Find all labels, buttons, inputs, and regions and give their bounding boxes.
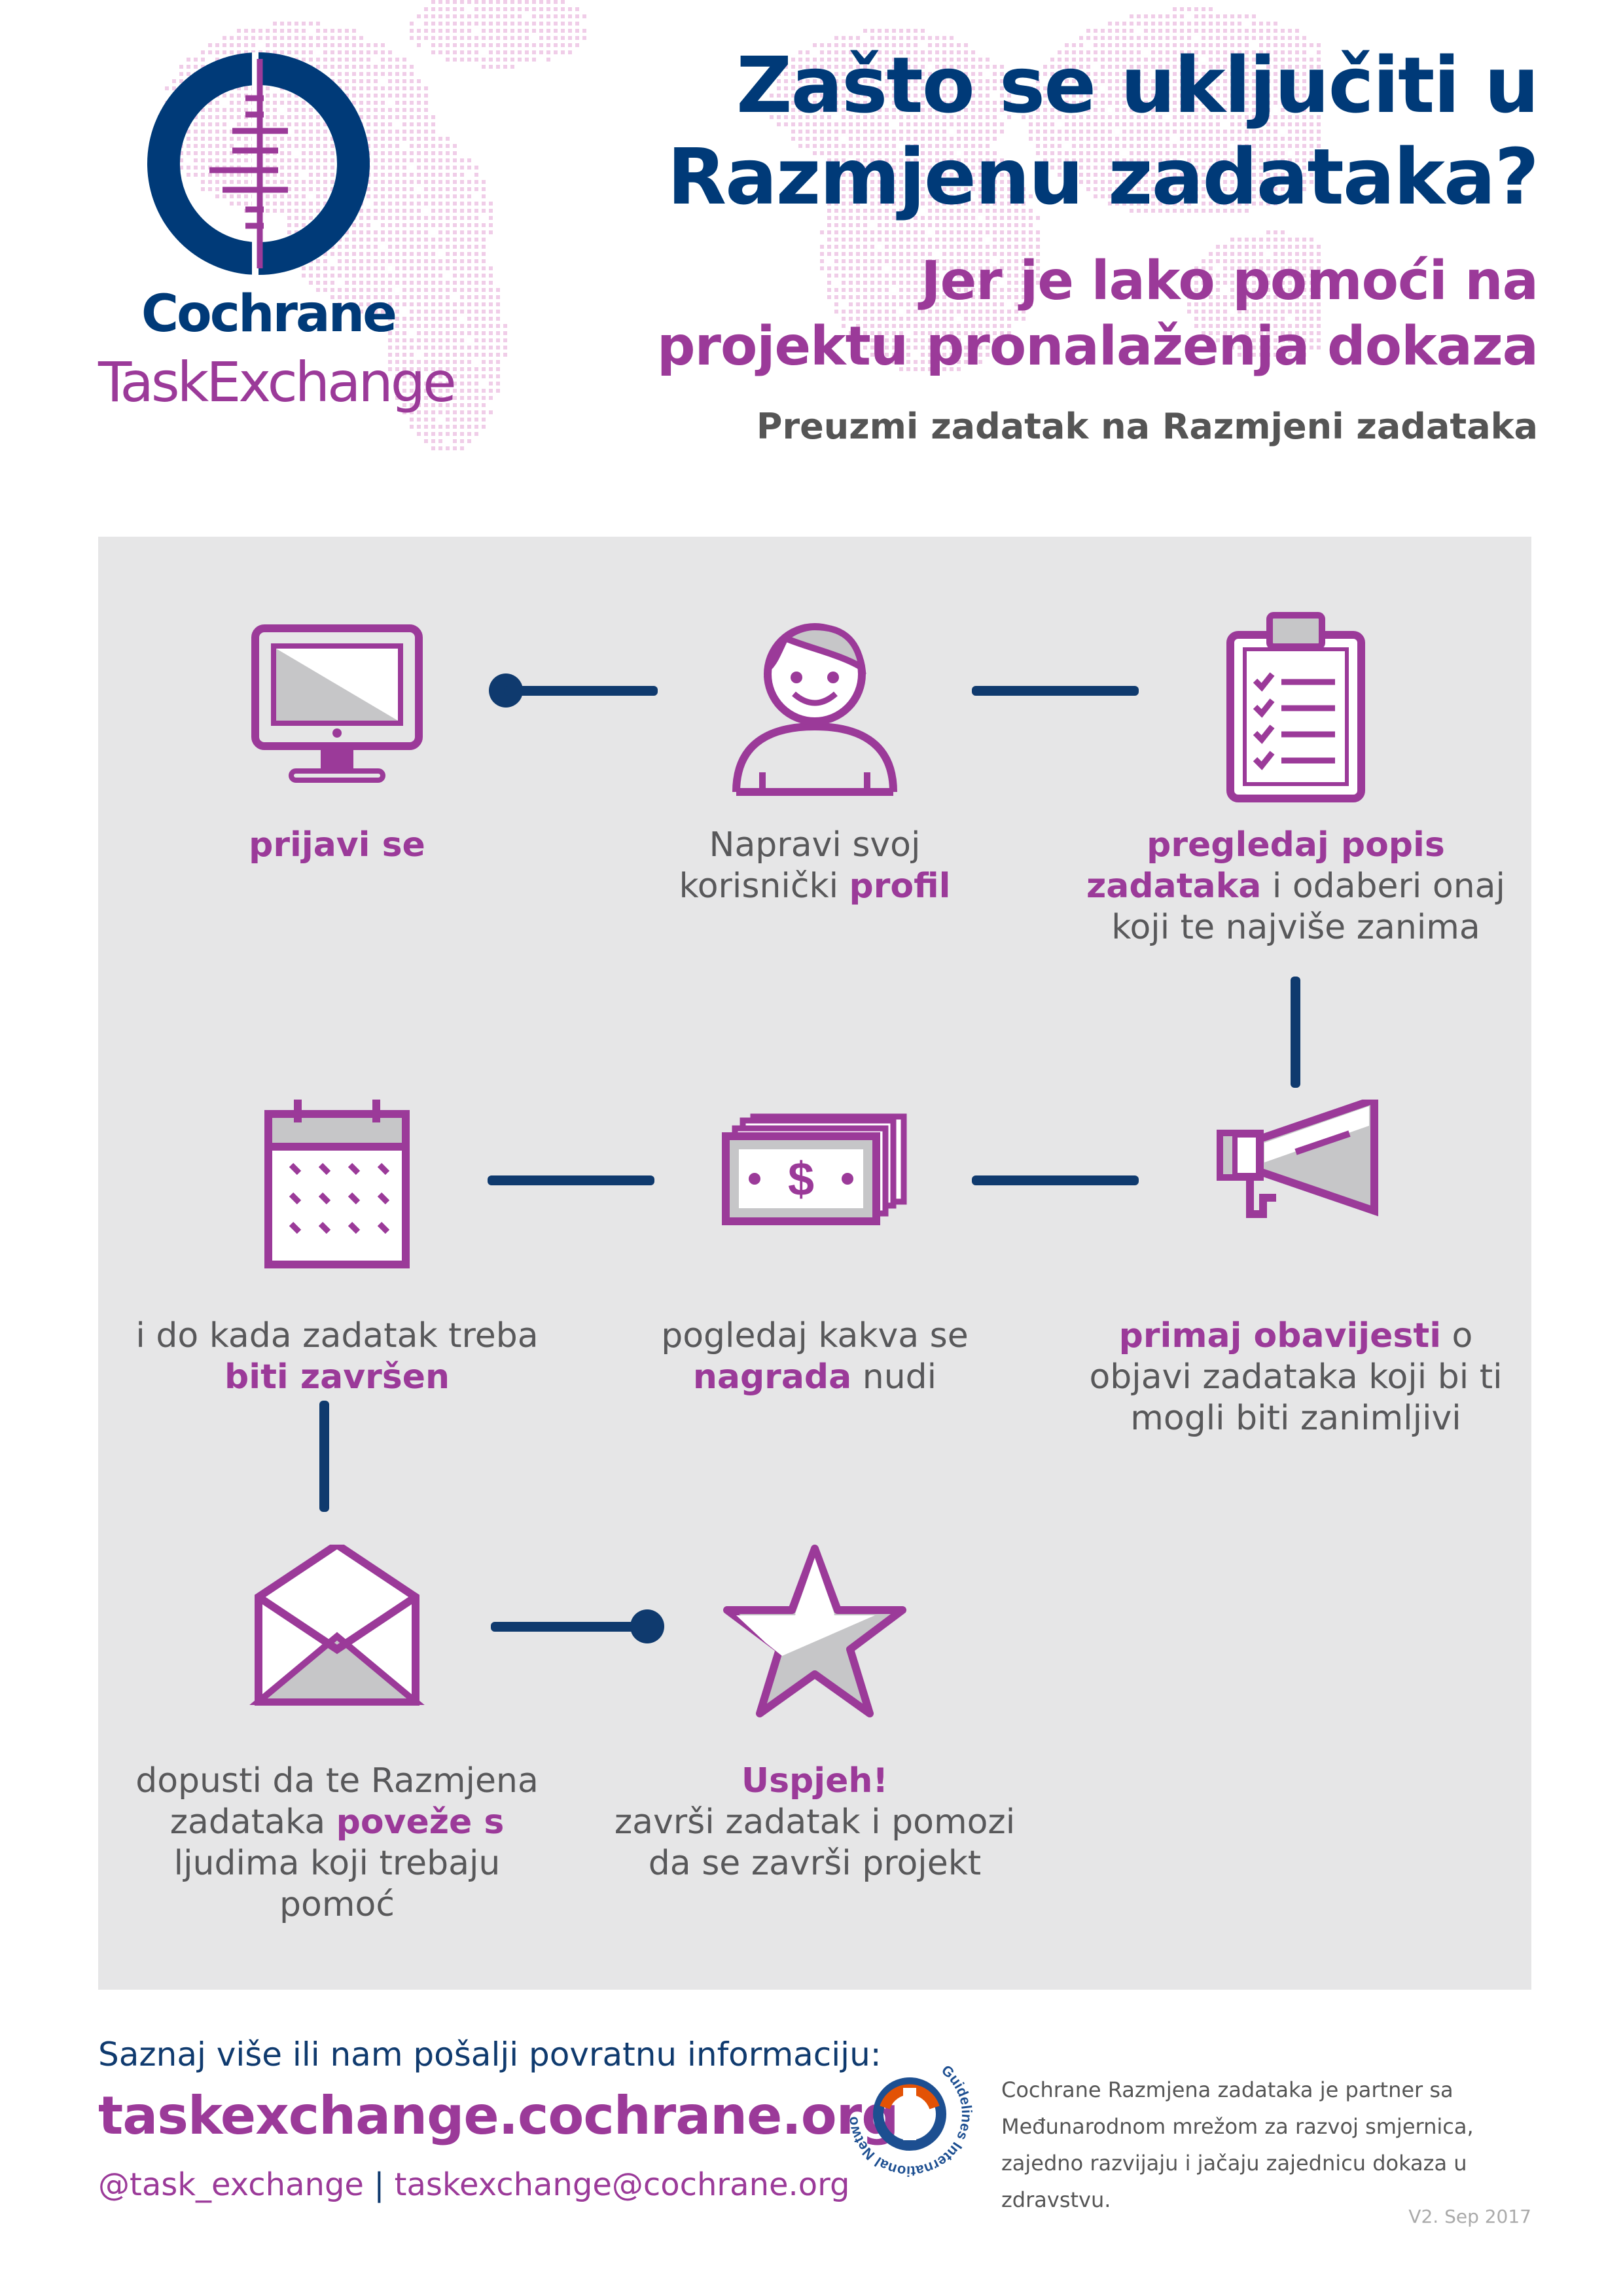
title-block: Zašto se uključiti u Razmjenu zadataka? … <box>622 39 1539 447</box>
caption-highlight: Uspjeh! <box>741 1761 889 1801</box>
partner-text-line-3: zajedno razvijaju i jačaju zajednicu dok… <box>1001 2151 1467 2212</box>
connector-4-5 <box>972 1175 1139 1185</box>
caption-text: i odaberi onaj <box>1261 867 1505 906</box>
website-link[interactable]: taskexchange.cochrane.org <box>98 2085 899 2146</box>
caption-highlight: primaj obavijesti <box>1118 1316 1442 1355</box>
calendar-icon <box>128 1100 546 1296</box>
header: Cochrane TaskExchange Zašto se uključiti… <box>0 0 1623 497</box>
partner-text-line-2: Međunarodnom mrežom za razvoj smjernica, <box>1001 2114 1474 2139</box>
caption-text: završi zadatak i pomozi <box>614 1803 1016 1842</box>
caption-highlight: zadataka <box>1086 867 1262 906</box>
twitter-link[interactable]: @task_exchange <box>98 2166 364 2203</box>
caption-text: Napravi svoj <box>709 825 921 865</box>
page-title-line-2: Razmjenu zadataka? <box>667 132 1539 222</box>
brand-taskexchange: TaskExchange <box>98 350 457 414</box>
envelope-icon <box>128 1545 546 1741</box>
contact-separator: | <box>363 2166 395 2203</box>
subtitle-line-2: projektu pronalaženja dokaza <box>656 315 1539 378</box>
subtitle-line-1: Jer je lako pomoći na <box>921 250 1539 312</box>
caption-highlight: profil <box>849 867 951 906</box>
tagline: Preuzmi zadatak na Razmjeni zadataka <box>756 406 1538 447</box>
step-caption: prijavi se <box>128 825 546 866</box>
email-link[interactable]: taskexchange@cochrane.org <box>394 2166 850 2203</box>
connector-1-2 <box>504 686 658 696</box>
version-label: V2. Sep 2017 <box>1408 2206 1531 2227</box>
page-title-line-1: Zašto se uključiti u <box>736 40 1539 130</box>
caption-text: da se završi projekt <box>648 1844 982 1883</box>
monitor-icon <box>128 609 546 805</box>
caption-text: koji te najviše zanima <box>1111 908 1480 947</box>
caption-text: zadataka <box>169 1803 336 1842</box>
cochrane-logo-icon <box>147 52 370 275</box>
gin-logo-icon: Guidelines International Network <box>844 2049 975 2179</box>
footer: Saznaj više ili nam pošalji povratnu inf… <box>98 2036 1531 2258</box>
caption-text: ljudima koji trebaju <box>173 1844 501 1883</box>
caption-highlight: pregledaj popis <box>1147 825 1445 865</box>
caption-highlight: biti završen <box>224 1357 450 1397</box>
clipboard-icon <box>1086 609 1505 805</box>
brand-cochrane: Cochrane <box>141 285 397 344</box>
partner-text-line-1: Cochrane Razmjena zadataka je partner sa <box>1001 2077 1454 2102</box>
caption-text: o <box>1441 1316 1473 1355</box>
caption-highlight: nagrada <box>692 1357 852 1397</box>
caption-highlight: prijavi se <box>249 825 425 865</box>
caption-text: mogli biti zanimljivi <box>1130 1399 1461 1438</box>
connector-6-7 <box>319 1401 329 1512</box>
connector-7-8 <box>491 1622 648 1632</box>
contact-line: @task_exchange | taskexchange@cochrane.o… <box>98 2166 850 2203</box>
caption-text: korisnički <box>679 867 849 906</box>
partner-text: Cochrane Razmjena zadataka je partner sa… <box>1001 2072 1538 2218</box>
connector-5-6 <box>488 1175 654 1185</box>
connector-2-3 <box>972 686 1139 696</box>
caption-text: pomoć <box>279 1885 395 1924</box>
caption-text: objavi zadataka koji bi ti <box>1089 1357 1503 1397</box>
caption-text: nudi <box>851 1357 937 1397</box>
user-icon <box>605 609 1024 805</box>
connector-3-4 <box>1291 977 1300 1088</box>
megaphone-icon <box>1086 1100 1505 1296</box>
footer-intro: Saznaj više ili nam pošalji povratnu inf… <box>98 2036 882 2073</box>
cochrane-taskexchange-logo: Cochrane TaskExchange <box>98 52 457 419</box>
star-icon <box>605 1545 1024 1741</box>
svg-text:$: $ <box>788 1153 814 1206</box>
money-icon: $ <box>605 1100 1024 1296</box>
caption-text: dopusti da te Razmjena <box>135 1761 539 1801</box>
connector-end-dot <box>630 1609 664 1643</box>
caption-text: i do kada zadatak treba <box>135 1316 539 1355</box>
caption-text: pogledaj kakva se <box>661 1316 969 1355</box>
caption-highlight: poveže s <box>336 1803 505 1842</box>
